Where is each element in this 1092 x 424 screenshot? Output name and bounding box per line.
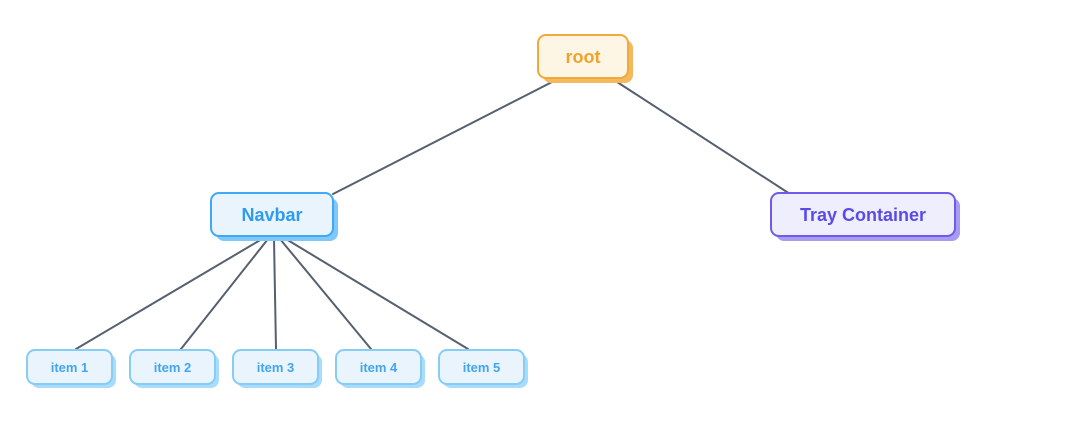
node-item-4-label: item 4 <box>359 359 398 375</box>
edge-root-to-navbar <box>332 79 557 195</box>
node-item-4[interactable]: item 4 <box>335 349 422 385</box>
node-item-5[interactable]: item 5 <box>438 349 525 385</box>
node-item-2[interactable]: item 2 <box>129 349 216 385</box>
edge-navbar-to-item1 <box>75 238 263 350</box>
node-item-2-label: item 2 <box>153 359 192 375</box>
node-item-5-label: item 5 <box>462 359 501 375</box>
node-item-3[interactable]: item 3 <box>232 349 319 385</box>
node-root-label: root <box>565 46 601 67</box>
edge-navbar-to-item5 <box>285 238 469 350</box>
node-item-1[interactable]: item 1 <box>26 349 113 385</box>
node-item-1-label: item 1 <box>50 359 89 375</box>
edge-navbar-to-item4 <box>279 238 372 350</box>
edge-root-to-tray <box>613 79 791 195</box>
node-tray-container-label: Tray Container <box>799 204 927 225</box>
edge-navbar-to-item2 <box>180 238 269 350</box>
node-tray-container[interactable]: Tray Container <box>770 192 956 237</box>
edge-navbar-to-item3 <box>273 238 277 350</box>
node-item-3-label: item 3 <box>256 359 295 375</box>
node-navbar-label: Navbar <box>241 204 303 225</box>
node-root[interactable]: root <box>537 34 629 79</box>
node-navbar[interactable]: Navbar <box>210 192 334 237</box>
